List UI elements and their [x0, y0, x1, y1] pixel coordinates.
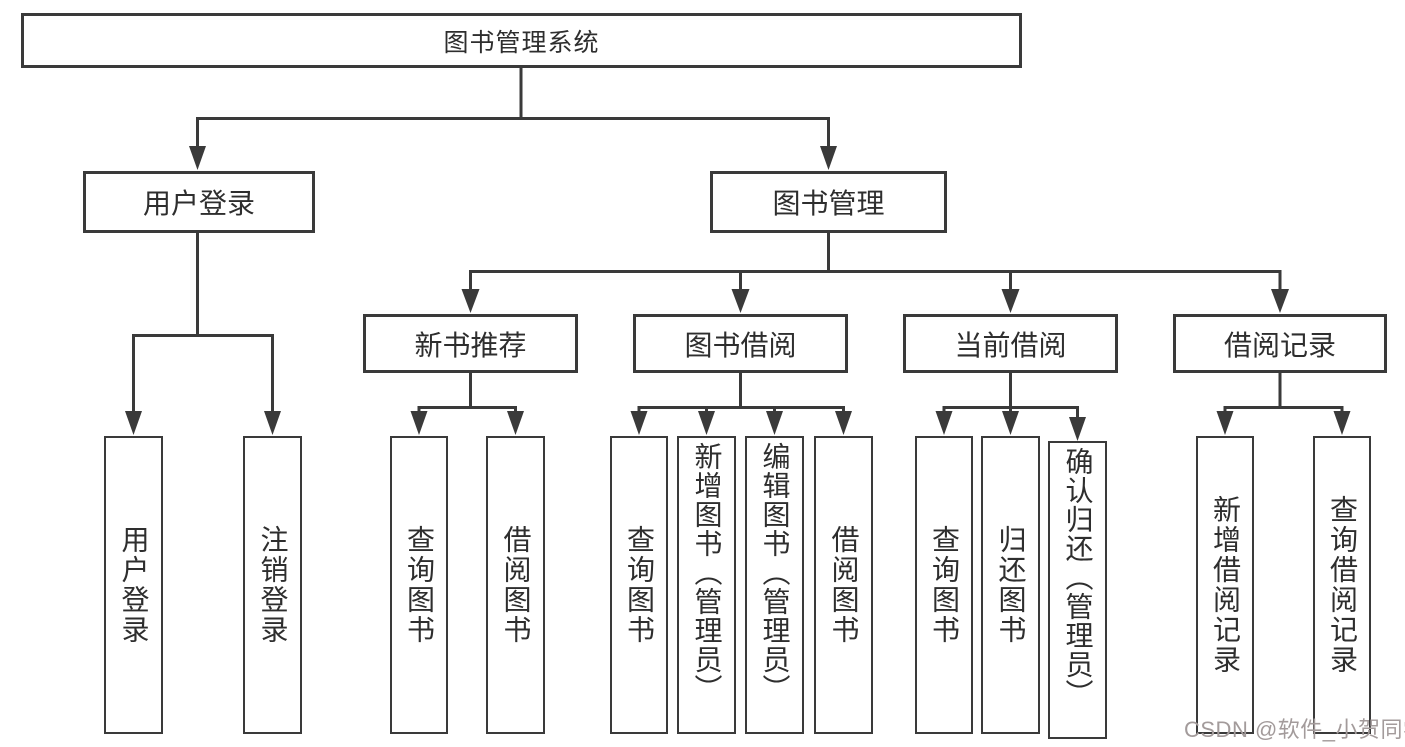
leaf-borrow-book-b-label: 借阅图书 — [828, 525, 860, 645]
leaf-query-borrow-record: 查询借阅记录 — [1313, 436, 1371, 734]
leaf-edit-book-admin: 编辑图书（管理员） — [745, 436, 804, 734]
leaf-borrow-book-a-label: 借阅图书 — [500, 525, 532, 645]
leaf-edit-book-admin-label: 编辑图书（管理员） — [759, 442, 791, 703]
leaf-return-book-label: 归还图书 — [995, 525, 1027, 645]
leaf-add-book-admin-label: 新增图书（管理员） — [691, 442, 723, 703]
node-borrow-records: 借阅记录 — [1173, 314, 1387, 373]
node-current-borrow: 当前借阅 — [903, 314, 1118, 373]
connector-arrowheads — [125, 146, 1351, 441]
leaf-logout: 注销登录 — [243, 436, 302, 734]
leaf-query-book-a-label: 查询图书 — [404, 525, 435, 645]
leaf-user-login: 用户登录 — [104, 436, 163, 734]
leaf-borrow-book-a: 借阅图书 — [486, 436, 545, 734]
node-user-login-label: 用户登录 — [142, 188, 255, 219]
connector-paths — [132, 68, 1344, 421]
leaf-add-borrow-record-label: 新增借阅记录 — [1210, 495, 1241, 675]
leaf-query-book-b-label: 查询图书 — [624, 525, 655, 645]
node-book-borrow: 图书借阅 — [633, 314, 848, 373]
leaf-user-login-label: 用户登录 — [118, 525, 150, 645]
leaf-confirm-return-admin: 确认归还（管理员） — [1048, 441, 1107, 739]
leaf-add-borrow-record: 新增借阅记录 — [1196, 436, 1254, 734]
leaf-confirm-return-admin-label: 确认归还（管理员） — [1062, 447, 1094, 708]
leaf-query-book-c: 查询图书 — [915, 436, 973, 734]
node-book-mgmt: 图书管理 — [710, 171, 947, 233]
node-book-borrow-label: 图书借阅 — [684, 329, 797, 361]
leaf-add-book-admin: 新增图书（管理员） — [677, 436, 736, 734]
node-root: 图书管理系统 — [21, 13, 1022, 68]
leaf-return-book: 归还图书 — [981, 436, 1040, 734]
leaf-logout-label: 注销登录 — [257, 525, 289, 645]
node-new-book-rec-label: 新书推荐 — [414, 329, 527, 361]
node-book-mgmt-label: 图书管理 — [772, 188, 885, 219]
csdn-watermark: CSDN @软件_小贺同学 — [1184, 717, 1405, 742]
node-user-login: 用户登录 — [83, 171, 315, 233]
node-current-borrow-label: 当前借阅 — [954, 329, 1067, 361]
leaf-query-book-c-label: 查询图书 — [929, 525, 960, 645]
node-borrow-records-label: 借阅记录 — [1223, 329, 1336, 361]
leaf-query-book-a: 查询图书 — [390, 436, 448, 734]
node-root-label: 图书管理系统 — [443, 28, 600, 57]
leaf-query-borrow-record-label: 查询借阅记录 — [1327, 495, 1358, 675]
node-new-book-rec: 新书推荐 — [363, 314, 578, 373]
leaf-query-book-b: 查询图书 — [610, 436, 668, 734]
leaf-borrow-book-b: 借阅图书 — [814, 436, 873, 734]
